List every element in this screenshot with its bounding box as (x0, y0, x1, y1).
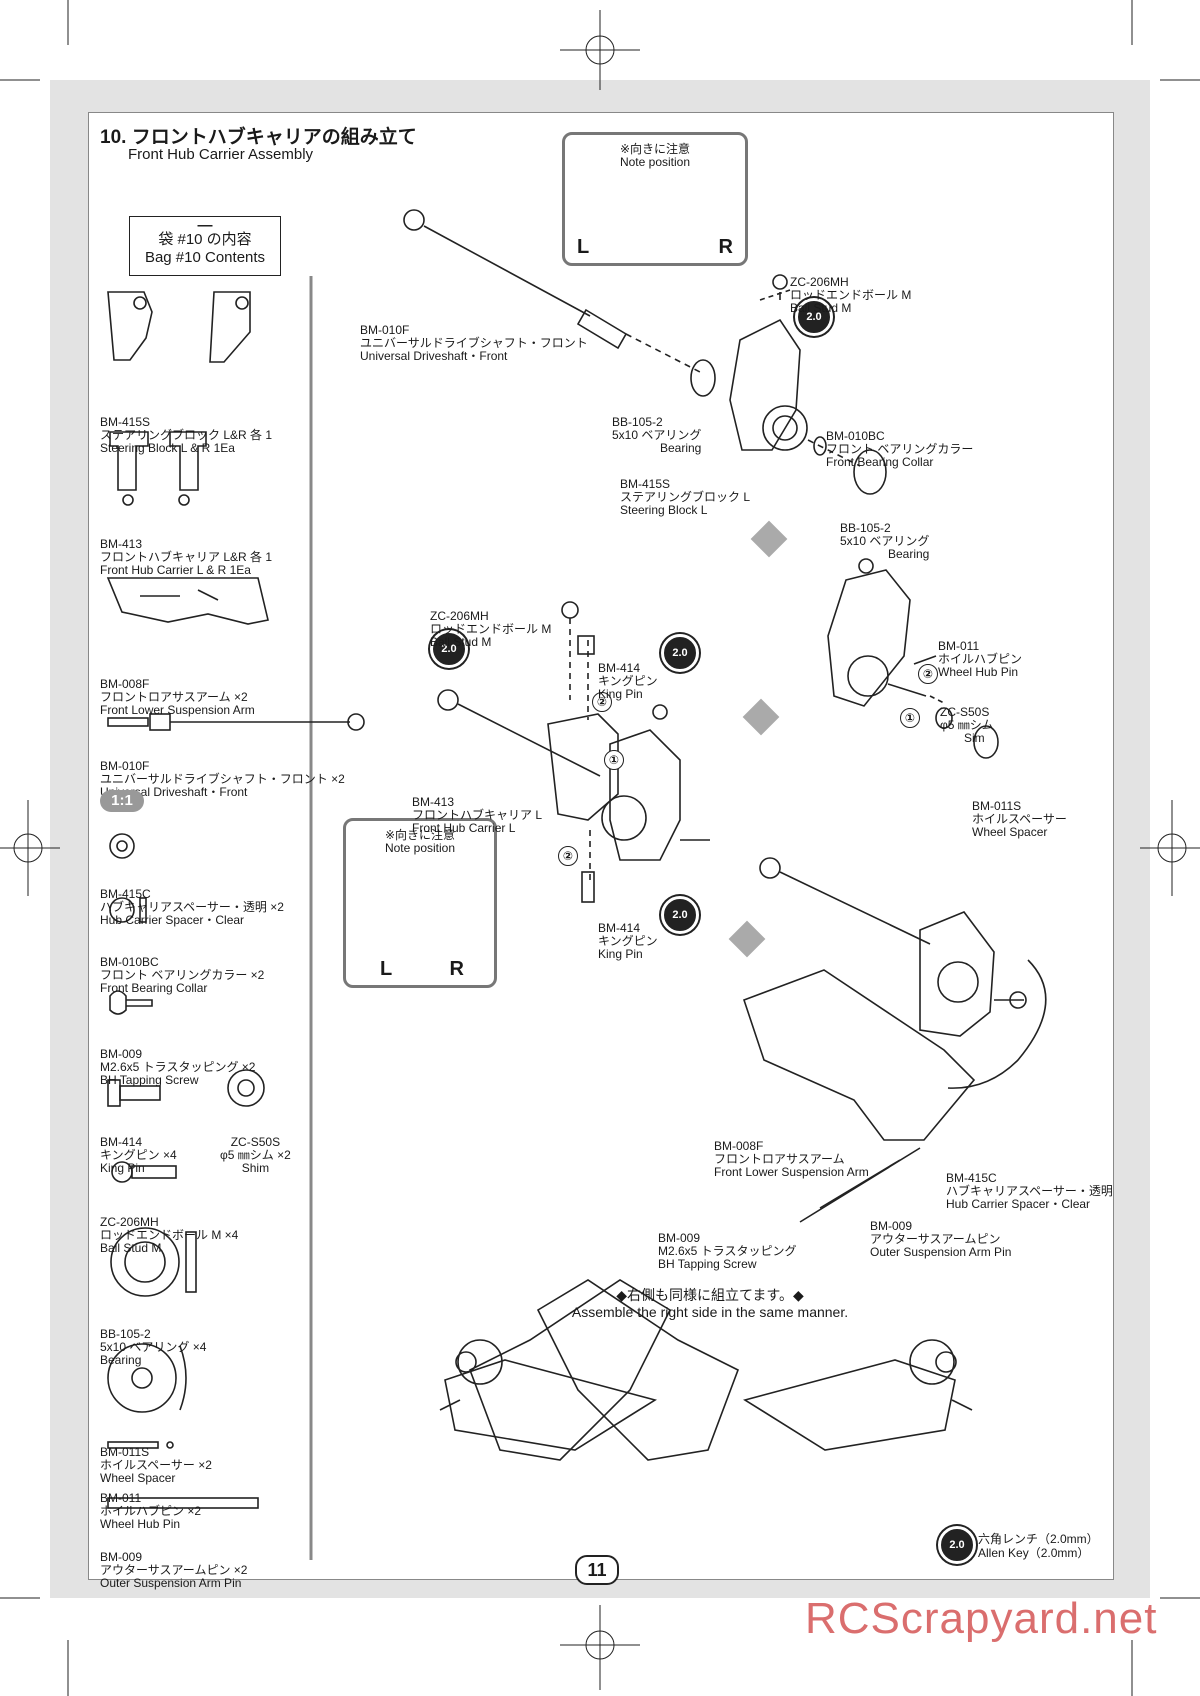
right-label: R (718, 236, 733, 258)
step-2-marker: ② (592, 692, 612, 712)
left-label: L (380, 958, 393, 980)
spacer-clear-part (109, 833, 135, 859)
step-2-marker: ② (558, 846, 578, 866)
tapping-screw-part (109, 990, 153, 1015)
wheel-spacer-part (107, 1343, 187, 1413)
ball-stud-part (111, 1161, 177, 1183)
step-2-marker: ② (918, 664, 938, 684)
hub-pin-part (107, 1441, 174, 1449)
section-title: 10. フロントハブキャリアの組み立て (100, 127, 417, 148)
bag-contents-header: — 袋 #10 の内容 Bag #10 Contents (129, 216, 281, 276)
scale-badge: 1:1 (100, 790, 144, 812)
assemble-right-side-note: ◆右側も同様に組立てます。◆ Assemble the right side i… (571, 1287, 849, 1320)
bag-title-en: Bag #10 Contents (144, 249, 266, 266)
allen-key-badge: 2.0 (938, 1526, 976, 1564)
bag-dash: — (197, 217, 213, 234)
allen-key-badge: 2.0 (795, 298, 833, 336)
middle-assembly-drawing (437, 601, 710, 903)
watermark: RCScrapyard.net (805, 1594, 1158, 1643)
bearing-collar-part (109, 897, 135, 923)
bearing-part (110, 1227, 197, 1297)
section-subtitle: Front Hub Carrier Assembly (128, 146, 314, 163)
right-label: R (449, 958, 464, 980)
allen-key-badge: 2.0 (661, 634, 699, 672)
bag-title-jp: 袋 #10 の内容 (158, 231, 252, 248)
arm-assembly-drawing (742, 857, 1047, 1223)
allen-key-badge: 2.0 (661, 896, 699, 934)
wheel-hub-drawing (827, 558, 999, 759)
steering-block-part (107, 291, 251, 363)
lower-arm-part (106, 577, 269, 625)
tool-legend: 六角レンチ（2.0mm） Allen Key（2.0mm） (978, 1532, 1099, 1560)
allen-key-badge: 2.0 (430, 630, 468, 668)
top-assembly-drawing (403, 209, 887, 495)
outer-pin-part (107, 1497, 259, 1509)
page-number: 11 (575, 1555, 619, 1585)
completed-assembly-drawing (439, 1279, 973, 1461)
hub-carrier-part (109, 431, 207, 506)
step-1-marker: ① (604, 750, 624, 770)
instruction-sheet (88, 112, 1114, 1580)
left-label: L (577, 236, 590, 258)
driveshaft-part (107, 713, 365, 731)
step-1-marker: ① (900, 708, 920, 728)
shim-part (227, 1069, 265, 1107)
kingpin-part (107, 1079, 161, 1107)
